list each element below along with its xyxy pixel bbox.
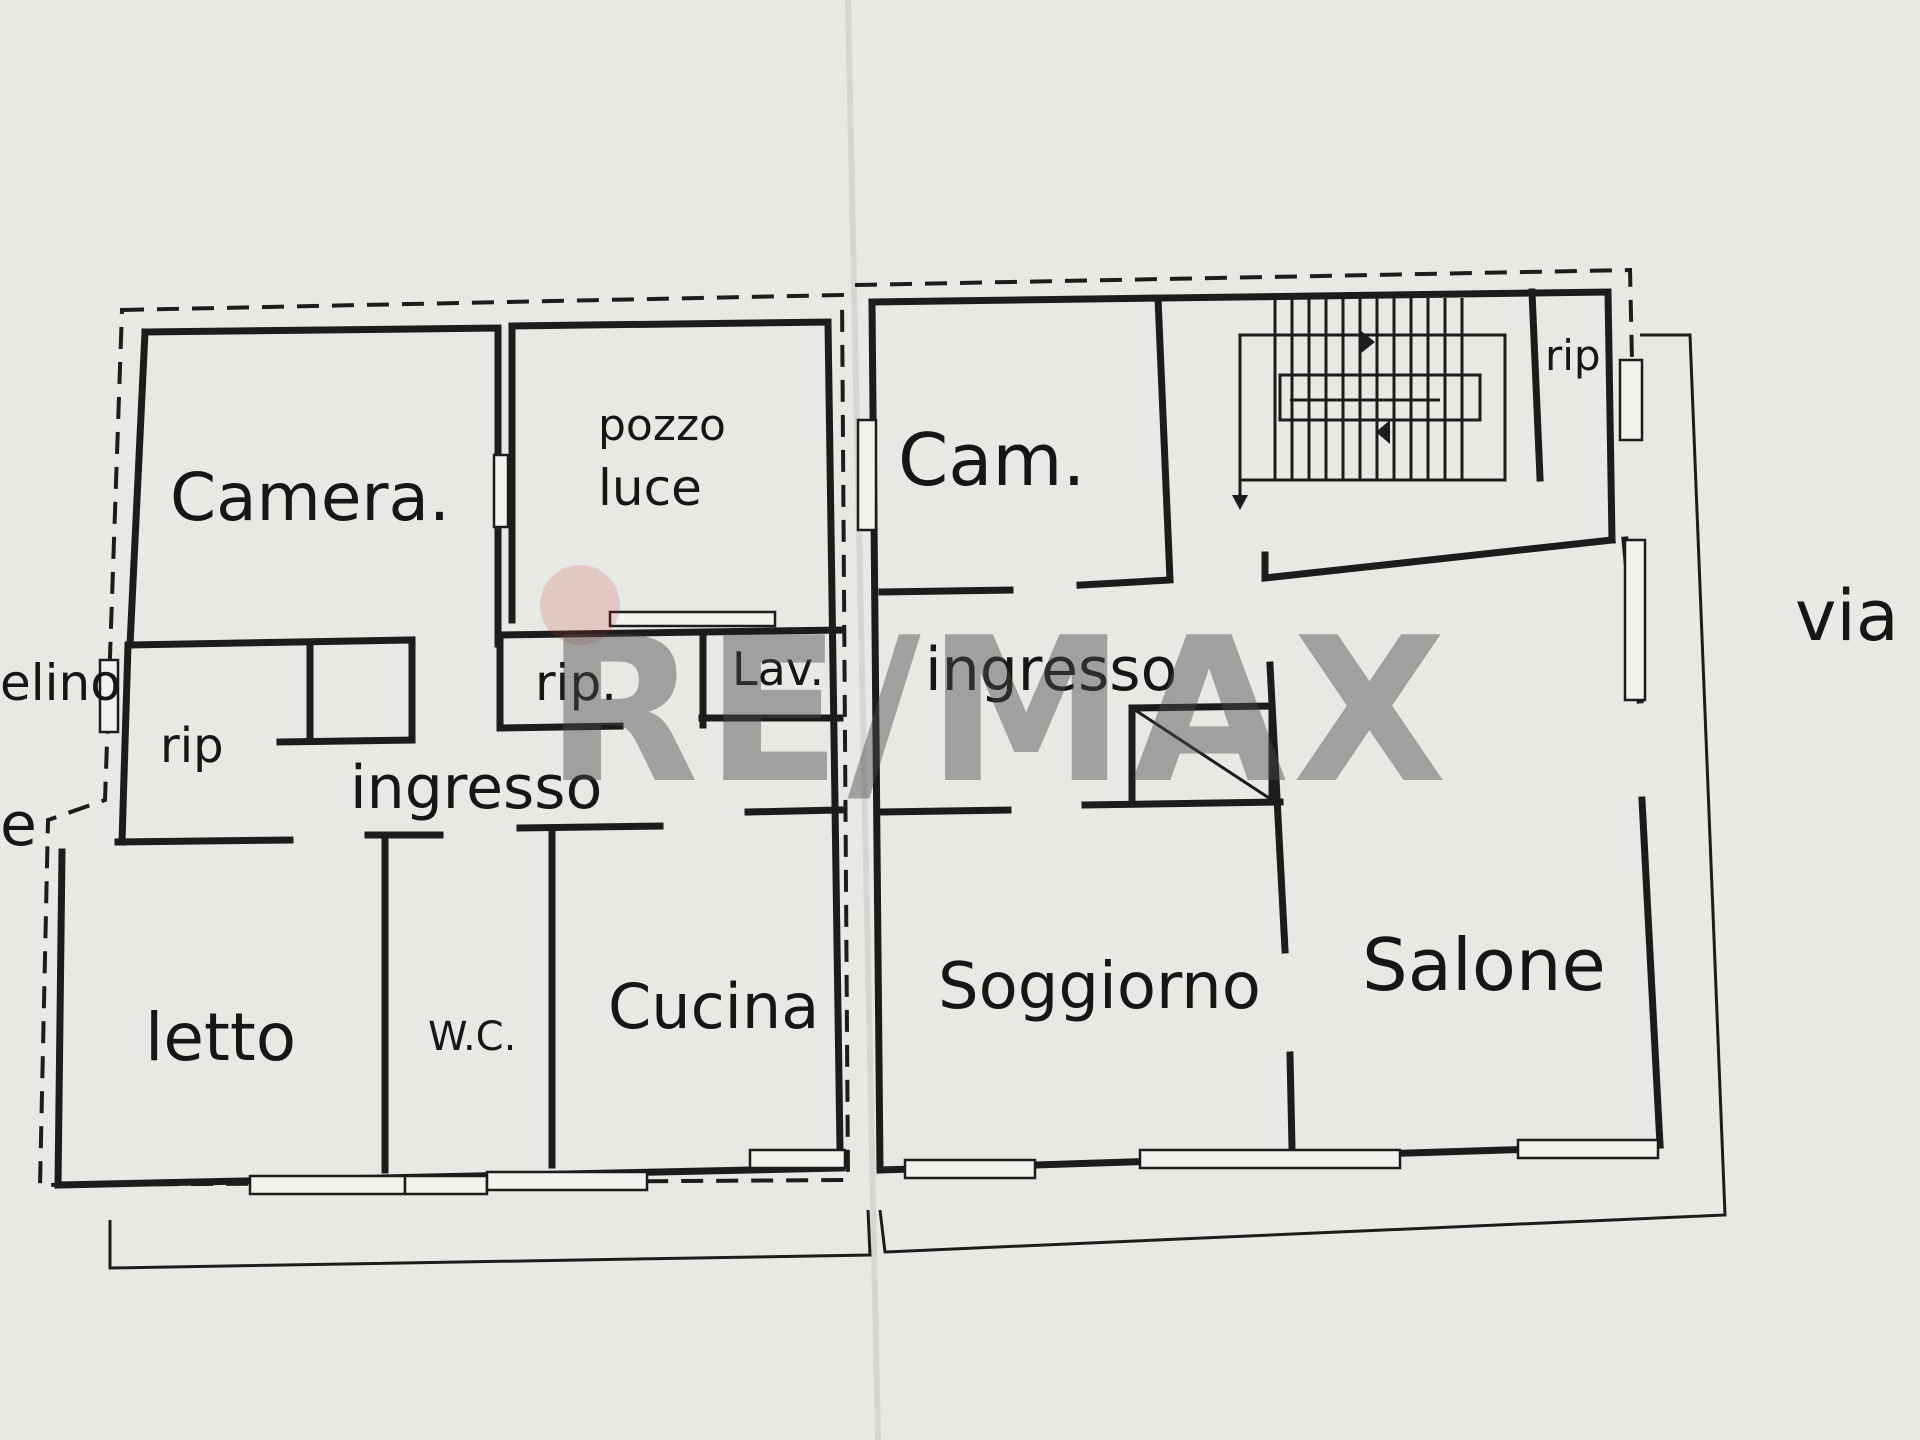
label-lav: Lav. bbox=[732, 642, 824, 696]
left-unit-walls bbox=[54, 318, 846, 1189]
right-outer-outline bbox=[878, 333, 1727, 1254]
label-luce: luce bbox=[598, 459, 702, 517]
watermark-text: RE/MAX bbox=[545, 595, 1453, 828]
balloon-icon bbox=[540, 565, 620, 645]
label-cam: Cam. bbox=[898, 418, 1085, 502]
label-salone: Salone bbox=[1362, 923, 1606, 1007]
label-via: via bbox=[1795, 575, 1899, 657]
label-rip-right: rip bbox=[1545, 331, 1601, 380]
left-lower-outline bbox=[108, 1209, 872, 1270]
left-boundary-dashed bbox=[37, 292, 851, 1188]
label-edge-elino: elino bbox=[0, 654, 121, 712]
label-soggiorno: Soggiorno bbox=[938, 950, 1261, 1024]
label-ingresso-left: ingresso bbox=[350, 753, 602, 823]
label-ingresso-right: ingresso bbox=[925, 635, 1177, 705]
left-unit-windows bbox=[98, 453, 847, 1196]
label-camera: Camera. bbox=[170, 459, 450, 536]
ingresso-stair-box bbox=[1134, 708, 1273, 802]
staircase bbox=[1232, 298, 1507, 510]
remax-watermark: RE/MAX bbox=[540, 565, 1453, 828]
right-unit-windows bbox=[856, 358, 1660, 1180]
label-rip-small: rip. bbox=[535, 654, 617, 712]
label-cucina: Cucina bbox=[608, 970, 819, 1043]
label-edge-e: e bbox=[0, 790, 37, 860]
paper-fold bbox=[845, 0, 881, 1440]
label-wc: W.C. bbox=[428, 1014, 516, 1060]
label-pozzo: pozzo bbox=[598, 400, 726, 451]
label-rip-left: rip bbox=[160, 718, 224, 774]
label-letto: letto bbox=[145, 999, 296, 1076]
right-boundary-dashed bbox=[854, 267, 1634, 361]
